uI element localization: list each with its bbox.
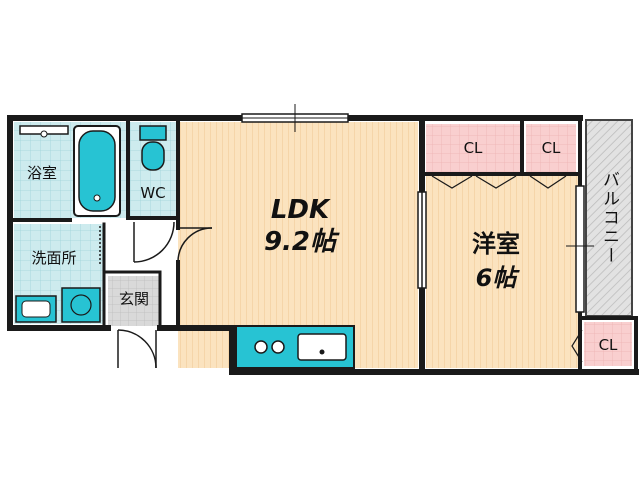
entrance-label: 玄関 [119, 290, 149, 308]
stove-burner-icon [271, 340, 285, 354]
washroom-label: 洗面所 [31, 249, 76, 267]
bathtub-icon [73, 125, 121, 217]
swing-doors [99, 221, 213, 369]
balcony-label: バルコニー [599, 171, 619, 266]
washbasin-icon [15, 295, 57, 323]
kitchen-sink-icon [297, 333, 347, 361]
closet-floor-3 [584, 322, 632, 366]
wc-label: WC [140, 184, 165, 202]
washing-machine-icon [61, 287, 101, 323]
closet-doors [431, 175, 583, 363]
toilet-icon [139, 125, 167, 171]
closet-label-2: CL [542, 139, 561, 157]
ldk-size-label: 9.2帖 [264, 227, 340, 257]
window-top [241, 104, 349, 132]
sliding-door [417, 191, 427, 289]
closet-floor-1 [426, 124, 520, 172]
closet-label-3: CL [599, 336, 618, 354]
window-balcony-door [566, 185, 594, 313]
western-room-label: 洋室 [472, 230, 520, 258]
bath-label: 浴室 [27, 164, 57, 182]
western-room-floor [426, 176, 578, 368]
entrance-floor [108, 276, 160, 326]
shower-icon [19, 125, 69, 138]
kitchen-counter [235, 325, 355, 369]
western-room-size-label: 6帖 [476, 264, 521, 292]
closet-floor-2 [526, 124, 576, 172]
closet-label-1: CL [464, 139, 483, 157]
stove-burner-icon [254, 340, 268, 354]
balcony-floor [585, 119, 633, 317]
ldk-label: LDK [271, 195, 331, 225]
